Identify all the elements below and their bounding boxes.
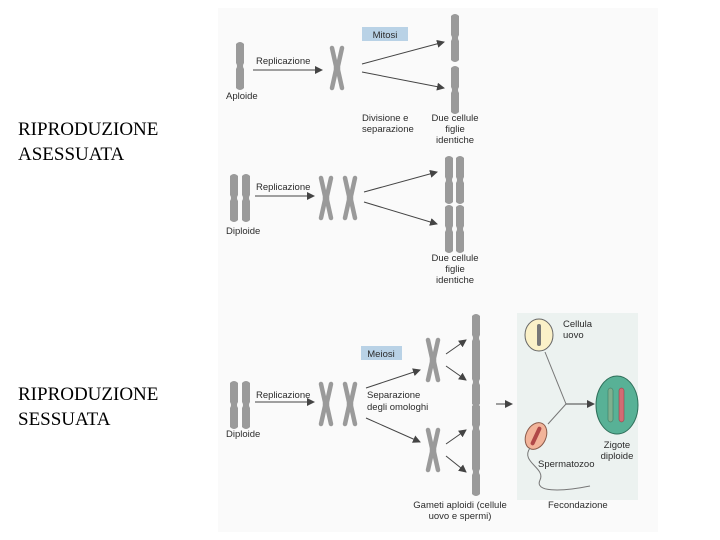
zygote-chromosome-paternal [618, 387, 625, 423]
daughter-chromosome [451, 14, 459, 62]
mitosis-label: Mitosi [373, 30, 398, 41]
zygote-chromosome-maternal [607, 387, 614, 423]
division-arrow-down [363, 201, 438, 226]
sperm-to-zygote-line [547, 403, 567, 425]
separation-arrow-down [365, 417, 421, 443]
meiosis-label: Meiosi [367, 349, 394, 360]
daughter-chromosome [456, 205, 464, 253]
haploid-chromosome [236, 42, 244, 90]
diploid-chromosome [230, 381, 238, 429]
daughter-chromosome [445, 205, 453, 253]
diploid-chromosome [242, 381, 250, 429]
replication-label: Replicazione [256, 390, 310, 401]
gamete-arrow [445, 455, 467, 473]
haploid-row: Aploide Replicazione Mitosi Divisione e … [226, 14, 479, 146]
gamete-chromosome [472, 448, 480, 496]
meiosis-row: Diploide Replicazione Meiosi Separazione… [226, 314, 513, 522]
egg-label-2: uovo [563, 330, 584, 341]
division-arrow-down [361, 71, 445, 91]
zygote-cell [595, 375, 639, 435]
sexual-reproduction-label: RIPRODUZIONE SESSUATA [18, 384, 159, 430]
separation-label-1: Separazione [367, 390, 420, 401]
division-label-2: separazione [362, 124, 414, 135]
diploid-mitosis-row: Diploide Replicazione Due cellule figlie… [226, 156, 479, 286]
gamete-chromosome [472, 358, 480, 406]
daughter-label-3: identiche [436, 135, 474, 146]
gametes-label-1: Gameti aploidi (cellule [413, 500, 506, 511]
daughter-label-1: Due cellule [432, 113, 479, 124]
diploid-chromosome [230, 174, 238, 222]
division-label-1: Divisione e [362, 113, 408, 124]
egg-label-1: Cellula [563, 319, 593, 330]
daughter-label-2: figlie [445, 124, 465, 135]
asexual-reproduction-label: RIPRODUZIONE ASESSUATA [18, 119, 159, 165]
daughter-label-3: identiche [436, 275, 474, 286]
diploid-chromosome [242, 174, 250, 222]
division-arrow-up [363, 169, 438, 193]
gamete-arrow [445, 365, 467, 381]
gamete-arrow [445, 429, 467, 445]
diploid-label: Diploide [226, 226, 260, 237]
egg-to-zygote-line [544, 351, 567, 405]
division-arrow-up [361, 39, 445, 65]
separation-arrow-up [365, 368, 421, 389]
zygote-label-1: Zigote [604, 440, 630, 451]
gametes-label-2: uovo e spermi) [429, 511, 492, 522]
daughter-label-2: figlie [445, 264, 465, 275]
sperm-tail [527, 447, 591, 491]
diploid-label: Diploide [226, 429, 260, 440]
gamete-chromosome [472, 404, 480, 452]
haploid-label: Aploide [226, 91, 258, 102]
sperm-label: Spermatozoo [538, 459, 595, 470]
meiosis-badge [361, 346, 402, 360]
zygote-label-2: diploide [601, 451, 634, 462]
mitosis-badge [362, 27, 408, 41]
replication-label: Replicazione [256, 182, 310, 193]
daughter-label-1: Due cellule [432, 253, 479, 264]
separation-label-2: degli omologhi [367, 402, 428, 413]
daughter-chromosome [456, 156, 464, 204]
fertilization-panel: Cellula uovo Spermatozoo Zigote diploide… [517, 313, 639, 511]
fertilization-label: Fecondazione [548, 500, 608, 511]
gamete-chromosome [472, 314, 480, 362]
egg-chromosome [537, 324, 541, 346]
sperm-chromosome [530, 426, 542, 446]
gamete-arrow [445, 339, 467, 355]
daughter-chromosome [451, 66, 459, 114]
replication-label: Replicazione [256, 56, 310, 67]
daughter-chromosome [445, 156, 453, 204]
